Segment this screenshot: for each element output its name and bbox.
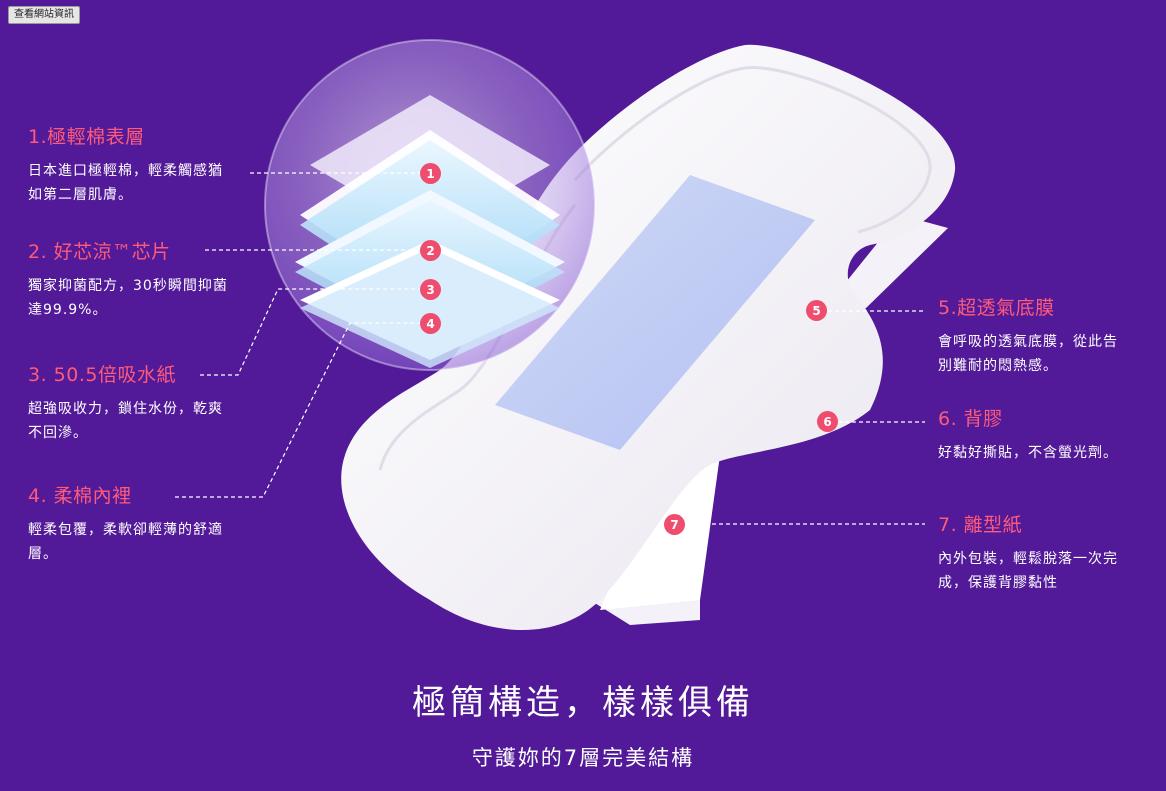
feature-7: 7. 離型紙 內外包裝，輕鬆脫落一次完成，保護背膠黏性 xyxy=(938,513,1128,595)
feature-title: 6. 背膠 xyxy=(938,408,1003,430)
feature-desc: 輕柔包覆，柔軟卻輕薄的舒適層。 xyxy=(28,522,223,562)
absorbent-core xyxy=(495,175,815,450)
feature-5: 5.超透氣底膜 會呼吸的透氣底膜，從此告別難耐的悶熱感。 xyxy=(938,296,1128,378)
layer-3-badge: 3 xyxy=(420,279,441,300)
layer-4-badge: 4 xyxy=(420,313,441,334)
layers-stack xyxy=(295,95,565,368)
page-headline: 極簡構造，樣樣俱備 xyxy=(412,683,754,723)
layer-2-badge: 2 xyxy=(420,240,441,261)
feature-desc: 會呼吸的透氣底膜，從此告別難耐的悶熱感。 xyxy=(938,334,1118,374)
feature-desc: 日本進口極輕棉，輕柔觸感猶如第二層肌膚。 xyxy=(28,163,223,203)
page-subheadline: 守護妳的7層完美結構 xyxy=(471,746,695,770)
layer-7-badge: 7 xyxy=(664,514,685,535)
feature-1: 1.極輕棉表層 日本進口極輕棉，輕柔觸感猶如第二層肌膚。 xyxy=(28,125,228,207)
feature-title: 2. 好芯涼™芯片 xyxy=(28,241,171,263)
feature-title: 4. 柔棉內裡 xyxy=(28,485,132,507)
layer-5-badge: 5 xyxy=(806,300,827,321)
feature-desc: 獨家抑菌配方，30秒瞬間抑菌達99.9%。 xyxy=(28,278,228,318)
layer-6-badge: 6 xyxy=(817,411,838,432)
leader-lines xyxy=(175,172,925,525)
feature-title: 5.超透氣底膜 xyxy=(938,297,1055,319)
feature-3: 3. 50.5倍吸水紙 超強吸收力，鎖住水份，乾爽不回滲。 xyxy=(28,363,228,445)
site-info-button[interactable]: 查看網站資訊 xyxy=(8,6,80,24)
feature-desc: 超強吸收力，鎖住水份，乾爽不回滲。 xyxy=(28,401,223,441)
feature-2: 2. 好芯涼™芯片 獨家抑菌配方，30秒瞬間抑菌達99.9%。 xyxy=(28,240,228,322)
feature-title: 7. 離型紙 xyxy=(938,514,1023,536)
feature-desc: 好黏好撕貼，不含螢光劑。 xyxy=(938,445,1118,461)
feature-4: 4. 柔棉內裡 輕柔包覆，柔軟卻輕薄的舒適層。 xyxy=(28,484,228,566)
feature-6: 6. 背膠 好黏好撕貼，不含螢光劑。 xyxy=(938,407,1128,465)
layer-1-badge: 1 xyxy=(420,163,441,184)
feature-desc: 內外包裝，輕鬆脫落一次完成，保護背膠黏性 xyxy=(938,551,1118,591)
feature-title: 1.極輕棉表層 xyxy=(28,126,145,148)
feature-title: 3. 50.5倍吸水紙 xyxy=(28,364,176,386)
